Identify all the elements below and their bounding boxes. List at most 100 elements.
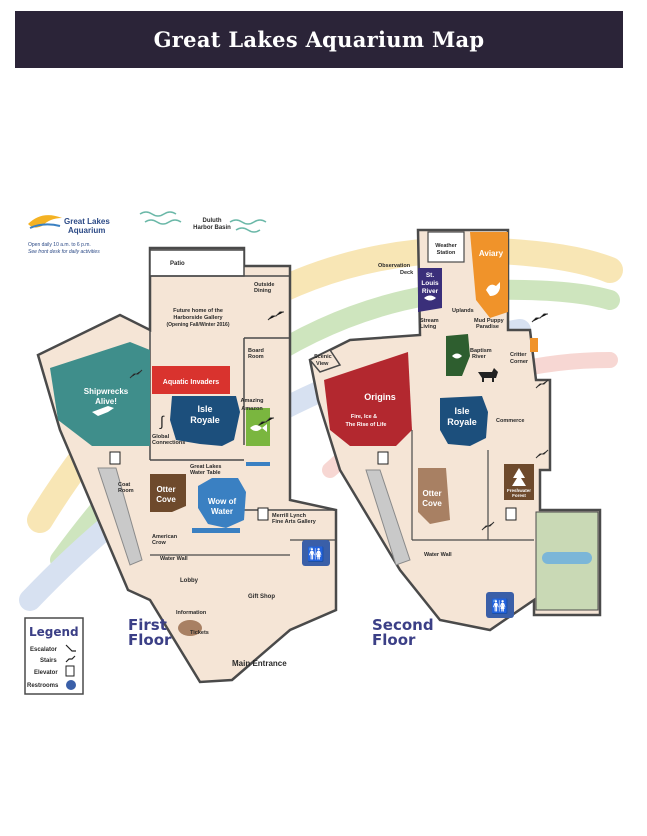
legend: Legend Escalator Stairs Elevator Restroo… [24, 617, 84, 695]
logo-hours: Open daily 10 a.m. to 6 p.m. [28, 242, 91, 248]
merrill-lynch-label-line2: Fine Arts Gallery [272, 519, 317, 525]
wow-of-water-label-line2: Water [211, 507, 233, 516]
otter-cove-2-label-line1: Otter [422, 489, 441, 498]
first-floor-label-line1: First [128, 616, 167, 634]
global-connections-label-line1: Global [152, 434, 170, 440]
global-connections-label-line2: Connections [152, 440, 185, 446]
freshwater-forest-label-line1: Freshwater [507, 488, 531, 493]
scenic-view-label-line1: Scenic [314, 354, 332, 360]
legend-elevator: Elevator [34, 670, 58, 676]
second-floor-label-line1: Second [372, 616, 434, 634]
fish-icon [452, 353, 462, 359]
scenic-view-label-line2: View [316, 361, 329, 367]
merrill-lynch-label-line1: Merrill Lynch [272, 513, 307, 519]
elevator-icon[interactable] [505, 507, 517, 521]
second-floor-corridor [365, 469, 411, 566]
logo-note: See front desk for daily activities [28, 249, 100, 255]
isle-royale-2-label-line2: Royale [447, 417, 477, 427]
origins-sub-line2: The Rise of Life [346, 422, 387, 428]
mud-puppy-label-line1: Mud Puppy [474, 318, 505, 324]
weather-station-label-line1: Weather [435, 243, 457, 249]
future-gallery-label-line2: Harborside Gallery [173, 315, 223, 321]
tree-icon [512, 468, 526, 486]
patio-label: Patio [170, 261, 185, 267]
title-bar: Great Lakes Aquarium Map [15, 11, 623, 68]
mud-puppy-label-line2: Paradise [476, 324, 499, 330]
isle-royale-label-line2: Royale [190, 415, 220, 425]
elevator-icon[interactable] [109, 451, 121, 465]
baptism-river-label-line2: River [472, 354, 487, 360]
great-lakes-water-table-bar [246, 462, 270, 466]
restroom-second-floor[interactable] [486, 592, 514, 618]
legend-title: Legend [29, 625, 79, 639]
otter-cove-exhibit-second[interactable] [418, 468, 450, 524]
aquatic-invaders-label: Aquatic Invaders [163, 379, 220, 386]
water-wall-label: Water Wall [160, 556, 188, 562]
aquatic-invaders-exhibit[interactable] [152, 366, 230, 394]
coat-room-label-line2: Room [118, 488, 134, 494]
logo-fish-icon [28, 215, 62, 228]
coat-room-corridor [97, 467, 143, 566]
coat-room-label-line1: Coat [118, 482, 130, 488]
american-crow-label-line2: Crow [152, 540, 166, 546]
otter-cove-label-line1: Otter [156, 485, 175, 494]
future-gallery-label-line1: Future home of the [173, 308, 223, 314]
bird-icon [486, 282, 500, 296]
water-wall-bar [192, 528, 240, 533]
board-room-label-line1: Board [248, 348, 264, 354]
st-louis-river-exhibit[interactable] [418, 268, 442, 312]
shipwrecks-alive-exhibit[interactable] [50, 342, 150, 446]
restroom-first-floor[interactable] [302, 540, 330, 566]
water-table-label-line2: Water Table [190, 470, 221, 476]
water-table-label-line1: Great Lakes [190, 464, 222, 470]
seahorse-icon: ∫ [159, 413, 165, 429]
st-louis-label-line2: Louis [421, 280, 439, 287]
aquarium-logo: Great Lakes Aquarium Open daily 10 a.m. … [28, 215, 110, 255]
isle-royale-2-label-line1: Isle [454, 406, 469, 416]
fish-icon [250, 424, 267, 432]
observation-deck-label-line1: Observation [378, 263, 411, 269]
origins-label: Origins [364, 392, 396, 402]
elevator-icon[interactable] [257, 507, 269, 521]
restroom-icon: 🚻 [307, 546, 324, 563]
otter-cove-exhibit[interactable] [150, 474, 186, 512]
weather-station[interactable] [427, 231, 465, 263]
stream-living-label-line2: Living [420, 324, 436, 330]
origins-exhibit[interactable] [324, 352, 412, 446]
elevator-icon[interactable] [377, 451, 389, 465]
stream-living-label-line1: Stream [420, 318, 439, 324]
legend-restrooms: Restrooms [27, 683, 59, 689]
origins-sub-line1: Fire, Ice & [351, 414, 377, 420]
aviary-exhibit[interactable] [470, 232, 508, 318]
lobby-label: Lobby [180, 578, 199, 584]
second-floor: 🚻 Weather Station Aviary Observation Dec… [308, 228, 602, 649]
stairs-icon [129, 311, 284, 427]
diver-icon [92, 406, 114, 416]
restroom-icon [66, 680, 76, 690]
uplands-label: Uplands [452, 308, 474, 314]
freshwater-forest-label-line2: Forest [512, 493, 526, 498]
tickets-desk[interactable] [178, 620, 202, 636]
st-louis-label-line3: River [422, 288, 439, 295]
amazing-amazon-label-line2: Amazon [241, 406, 263, 412]
aviary-label: Aviary [479, 249, 504, 258]
critter-corner-label-line2: Corner [510, 359, 529, 365]
critter-corner-tag [530, 338, 538, 352]
patio[interactable] [149, 249, 245, 277]
legend-escalator: Escalator [30, 647, 58, 653]
observation-deck-label-line2: Deck [400, 270, 414, 276]
sage-room-sign [542, 552, 592, 564]
wow-of-water-exhibit[interactable] [198, 478, 246, 528]
outside-dining-label-line2: Dining [254, 288, 271, 294]
water-wall-2-label: Water Wall [424, 552, 452, 558]
first-floor-label-line2: Floor [128, 631, 172, 649]
main-entrance-label: Main Entrance [232, 659, 287, 668]
wave-icon [139, 211, 267, 233]
isle-royale-exhibit[interactable] [170, 396, 240, 446]
weather-station-label-line2: Station [437, 250, 456, 256]
isle-royale-exhibit-second[interactable] [440, 396, 488, 446]
otter-cove-2-label-line2: Cove [422, 499, 442, 508]
elevator-icon [65, 665, 75, 677]
fish-icon [424, 295, 436, 301]
